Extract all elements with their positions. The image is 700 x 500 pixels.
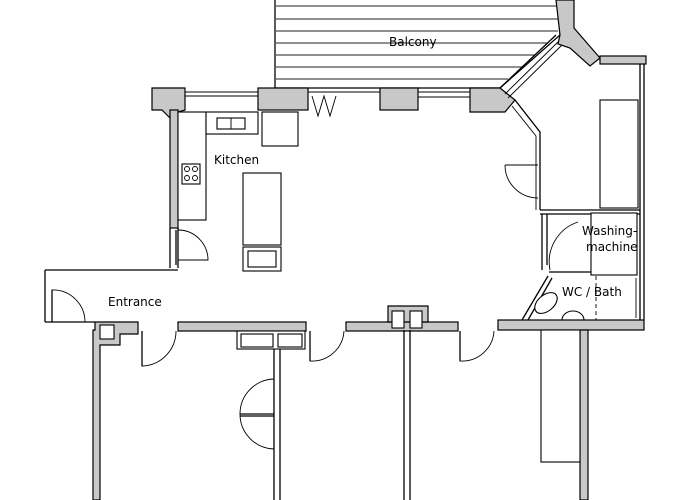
stove [181, 163, 201, 185]
room-label-balcony: Balcony [389, 35, 437, 49]
interior-walls-middle [45, 305, 645, 500]
toilet [534, 292, 558, 314]
living-room-walls [504, 64, 645, 320]
exterior-walls-top [151, 0, 647, 121]
room-label-kitchen: Kitchen [214, 153, 260, 167]
doors [51, 289, 495, 450]
kitchen-walls [44, 109, 179, 322]
fridge [261, 111, 299, 147]
cabinet-right [599, 99, 639, 209]
washing-machine [590, 212, 638, 276]
wardrobe [540, 329, 581, 463]
washing-room [540, 209, 640, 276]
room-label-washing-line1: Washing- [582, 224, 638, 238]
room-label-washing-line2: machine [586, 240, 638, 254]
washbasin [561, 310, 585, 321]
kitchen-furniture [175, 111, 299, 272]
kitchen-island [242, 172, 282, 246]
room-label-wc-bath: WC / Bath [562, 285, 622, 299]
wc-bath-room [521, 275, 637, 321]
room-label-entrance: Entrance [108, 295, 162, 309]
